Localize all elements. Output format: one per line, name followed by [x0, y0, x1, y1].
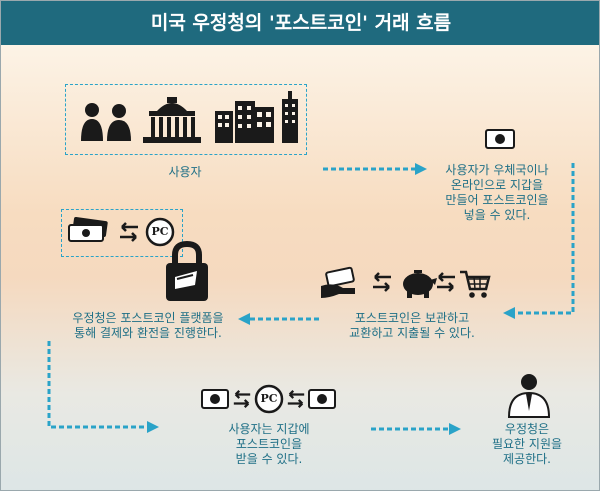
flow-arrow: [238, 313, 320, 325]
postcoin-mark: PC: [260, 392, 278, 405]
label-support: 우정청은 필요한 지원을 제공한다.: [491, 422, 563, 466]
shopping-cart-icon: [460, 270, 491, 298]
store-building-icon: [254, 107, 274, 143]
office-building-icon: [215, 101, 255, 143]
flow-arrow: [47, 341, 159, 433]
label-exchange: 포스트코인은 보관하고 교환하고 지출될 수 있다.: [349, 311, 475, 340]
skyscraper-icon: [282, 91, 298, 143]
government-building-icon: [143, 97, 201, 143]
flow-arrow: [503, 163, 575, 319]
coin-exchange-box: [61, 209, 183, 257]
label-platform: 우정청은 포스트코인 플랫폼을 통해 결제와 환전을 진행한다.: [72, 311, 224, 340]
banknote-icon: [485, 129, 515, 149]
banknote-icon: [201, 389, 229, 409]
users-group-box: [65, 84, 307, 155]
exchange-arrows-icon: [233, 390, 251, 408]
exchange-arrows-icon: [373, 272, 391, 292]
label-send-wallet: 사용자가 우체국이나 온라인으로 지갑을 만들어 포스트코인을 넣을 수 있다.: [445, 163, 549, 222]
exchange-arrows-icon: [287, 390, 305, 408]
padlock-icon: [166, 240, 208, 301]
banknote-icon: [308, 389, 336, 409]
postcoin-mark: PC: [151, 225, 169, 238]
postal-worker-icon: [507, 374, 551, 418]
users-icon: [81, 103, 131, 141]
label-receive: 사용자는 지갑에 포스트코인을 받을 수 있다.: [228, 422, 310, 466]
diagram-title: 미국 우정청의 '포스트코인' 거래 흐름: [1, 1, 599, 45]
postcoin-icon: [254, 384, 284, 414]
piggy-bank-icon: [403, 270, 437, 298]
exchange-arrows-icon: [437, 272, 455, 292]
exchange-arrows-icon: [120, 222, 138, 242]
hand-money-icon: [321, 266, 355, 298]
flow-arrow: [371, 423, 461, 435]
postcoin-icon: [145, 217, 175, 247]
flow-arrow: [323, 163, 427, 175]
cash-stack-icon: [68, 216, 108, 242]
label-users: 사용자: [168, 165, 202, 179]
gradient-background: [1, 45, 599, 490]
